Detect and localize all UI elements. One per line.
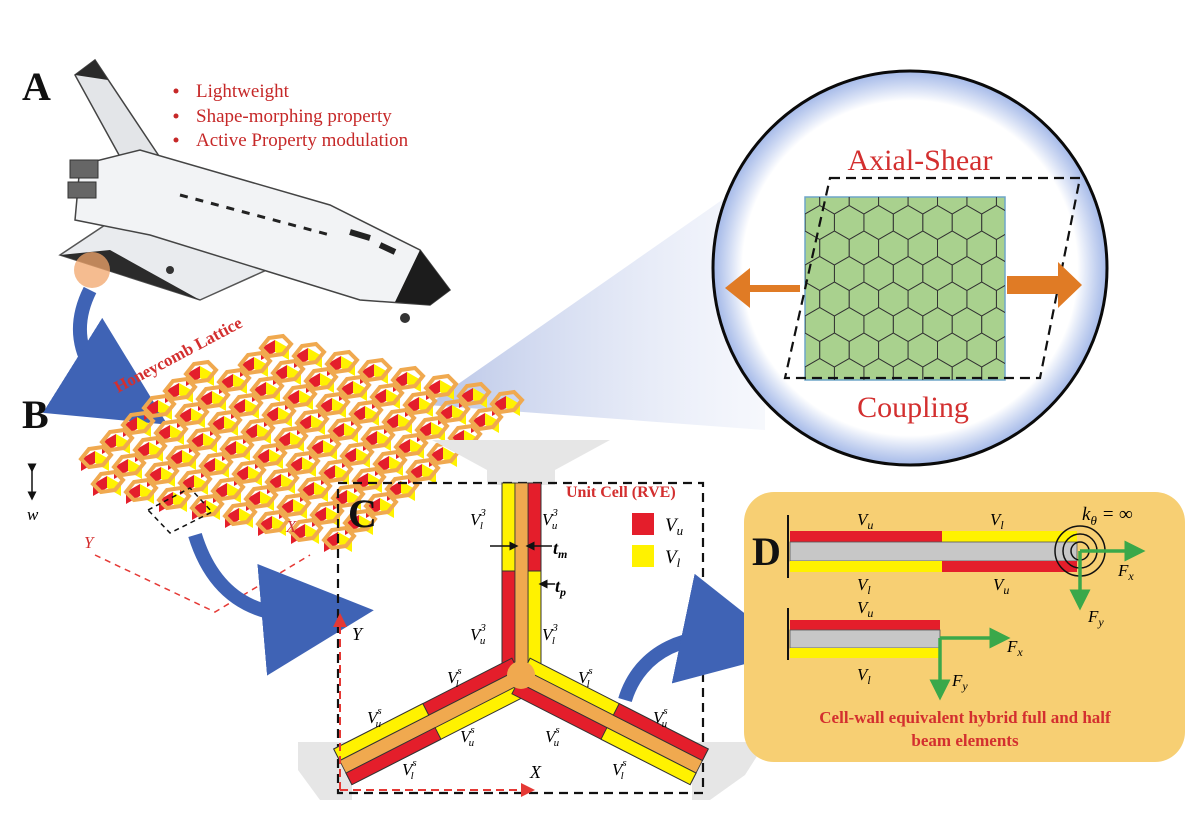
zoom-projection bbox=[428, 170, 765, 430]
bullet-dot bbox=[173, 113, 179, 119]
lattice-cell bbox=[288, 517, 324, 544]
thickness-w-label: w bbox=[27, 505, 39, 524]
lattice-cell bbox=[156, 485, 192, 512]
thickness-tp-label: tp bbox=[555, 576, 566, 599]
rve-axis-y: Y bbox=[352, 624, 364, 644]
feature-item-lightweight: Lightweight bbox=[196, 81, 290, 102]
thickness-tm-label: tm bbox=[553, 538, 567, 561]
panel-label-a: A bbox=[22, 64, 51, 109]
panel-label-b: B bbox=[22, 392, 49, 437]
hex-cell bbox=[863, 357, 894, 380]
bullet-dot bbox=[173, 88, 179, 94]
lattice-cell bbox=[189, 493, 225, 520]
beam-elements-panel: D kθ = ∞ Vu Vl Vl Vu Fx Fy bbox=[744, 492, 1185, 762]
legend-label-lower: Vl bbox=[665, 547, 681, 570]
lattice-cell bbox=[255, 509, 291, 536]
lattice-cell bbox=[90, 469, 126, 496]
arrow-b-to-c bbox=[188, 532, 374, 676]
rve-axes: Y X bbox=[333, 613, 542, 797]
beam-caption-line2: beam elements bbox=[911, 731, 1019, 750]
panel-label-d: D bbox=[752, 529, 781, 574]
left-tension-arrow bbox=[725, 268, 800, 308]
lattice-axis-x: X bbox=[285, 517, 297, 536]
hexagon-grid bbox=[805, 197, 1005, 380]
material-legend: Vu Vl bbox=[632, 513, 684, 570]
legend-label-upper: Vu bbox=[665, 515, 684, 538]
feature-list: Lightweight Shape-morphing property Acti… bbox=[173, 81, 409, 151]
lattice-cell bbox=[321, 525, 357, 552]
lattice-cell bbox=[222, 501, 258, 528]
unit-cell-title: Unit Cell (RVE) bbox=[566, 484, 676, 501]
axial-shear-zoom-circle: Axial-Shear Coupling bbox=[711, 69, 1109, 467]
arrow-c-to-d bbox=[618, 573, 793, 703]
y-cell-walls bbox=[333, 482, 709, 786]
lattice-cell bbox=[78, 444, 114, 471]
legend-swatch-lower bbox=[632, 545, 654, 567]
coupling-title-top: Axial-Shear bbox=[848, 144, 993, 177]
feature-item-shape-morphing: Shape-morphing property bbox=[196, 106, 392, 127]
full-beam-element: Vu Vl Vl Vu Fx Fy bbox=[787, 510, 1146, 629]
honeycomb-lattice bbox=[78, 333, 525, 552]
hex-cell bbox=[892, 357, 924, 380]
coupling-title-bottom: Coupling bbox=[857, 391, 969, 424]
rotational-stiffness-label: kθ = ∞ bbox=[1082, 504, 1133, 528]
beam-caption-line1: Cell-wall equivalent hybrid full and hal… bbox=[819, 708, 1111, 727]
hex-cell bbox=[805, 357, 835, 380]
rve-selection-box bbox=[146, 487, 214, 534]
sheared-outline bbox=[783, 176, 1082, 380]
panel-label-c: C bbox=[348, 491, 377, 536]
lattice-axis-lines bbox=[94, 554, 311, 613]
rve-axis-x: X bbox=[529, 762, 542, 782]
half-beam-element: Vu Vl Fx Fy bbox=[787, 598, 1023, 701]
hex-cell bbox=[981, 357, 1005, 380]
feature-item-active-modulation: Active Property modulation bbox=[196, 130, 409, 151]
hex-cell bbox=[922, 357, 953, 380]
lattice-cell bbox=[123, 477, 159, 504]
right-tension-arrow bbox=[1007, 262, 1082, 308]
lattice-axis-y: Y bbox=[84, 533, 95, 552]
space-shuttle-illustration bbox=[58, 58, 452, 323]
lattice-axes: w Y X bbox=[27, 463, 311, 613]
legend-swatch-upper bbox=[632, 513, 654, 535]
arrow-a-to-b bbox=[42, 286, 168, 425]
bullet-dot bbox=[173, 137, 179, 143]
hex-cell bbox=[951, 357, 983, 380]
hex-cell bbox=[833, 357, 865, 380]
